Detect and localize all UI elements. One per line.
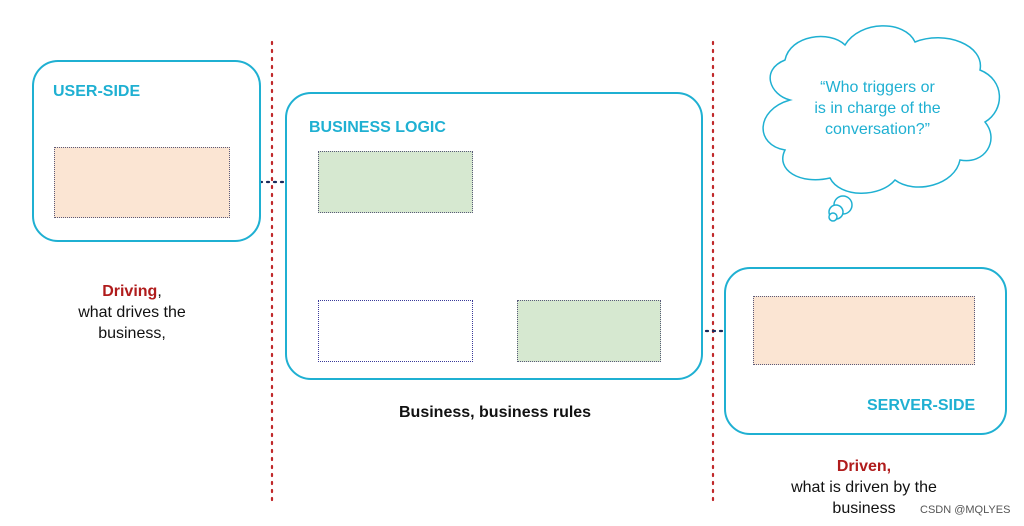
watermark: CSDN @MQLYES — [920, 504, 1011, 516]
driven-emphasis: Driven, — [836, 458, 892, 475]
server-side-component-box — [753, 296, 975, 365]
driven-caption: Driven, what is driven by the business — [774, 456, 954, 519]
driving-emphasis: Driving — [102, 283, 158, 300]
driving-line2: what drives the — [78, 304, 186, 321]
thought-line1: “Who triggers or — [820, 79, 935, 96]
driving-line3: business, — [98, 325, 166, 342]
driven-line2: what is driven by the — [791, 479, 937, 496]
thought-bubble-text: “Who triggers or is in charge of the con… — [790, 77, 965, 140]
thought-bubble-small — [828, 212, 838, 222]
thought-line2: is in charge of the — [814, 100, 941, 117]
driven-line3: business — [832, 500, 896, 517]
thought-line3: conversation?” — [825, 121, 930, 138]
driving-caption: Driving, what drives the business, — [52, 281, 212, 344]
business-logic-bottom-left-box — [318, 300, 473, 362]
business-logic-top-box — [318, 151, 473, 213]
business-logic-title: BUSINESS LOGIC — [309, 119, 446, 136]
thought-cloud — [762, 25, 1001, 222]
user-side-component-box — [54, 147, 230, 218]
business-logic-bottom-right-box — [517, 300, 661, 362]
server-side-title: SERVER-SIDE — [867, 397, 976, 414]
business-rules-label: Business, business rules — [399, 404, 592, 421]
driving-comma: , — [157, 283, 162, 300]
user-side-title: USER-SIDE — [53, 83, 141, 100]
